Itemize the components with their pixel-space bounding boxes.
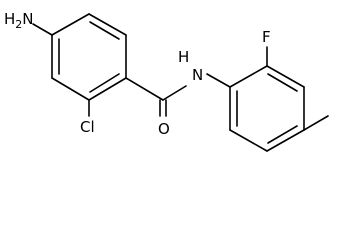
bond — [88, 13, 127, 36]
bond-nitrogen-ring — [206, 73, 231, 88]
bond-ring-carbonyl — [125, 77, 164, 101]
chloro-label: Cl — [80, 118, 95, 136]
amino-label: H2N — [4, 10, 34, 31]
oxygen-label: O — [158, 120, 170, 138]
molecule-structure: H2N Cl O H N F — [4, 10, 329, 152]
bond — [88, 77, 127, 101]
double-bond-inner — [267, 73, 298, 92]
fluoro-label: F — [262, 28, 271, 46]
bond-methyl — [303, 115, 329, 131]
double-bond-inner — [89, 73, 120, 93]
bond-amino — [32, 23, 53, 36]
bond — [266, 65, 305, 88]
amide-n-label: N — [192, 66, 203, 84]
bond — [51, 13, 90, 36]
bond — [51, 77, 90, 101]
amide-h-label: H — [178, 48, 189, 66]
double-bond-inner — [89, 21, 120, 40]
double-bond-inner — [267, 125, 298, 144]
bond-carbonyl-nitrogen — [162, 85, 187, 101]
bond — [266, 129, 305, 152]
right-benzene-ring — [229, 65, 305, 152]
bond — [229, 65, 268, 88]
bond — [229, 129, 268, 152]
left-benzene-ring — [51, 13, 127, 101]
structure-canvas: H2N Cl O H N F — [4, 10, 329, 152]
